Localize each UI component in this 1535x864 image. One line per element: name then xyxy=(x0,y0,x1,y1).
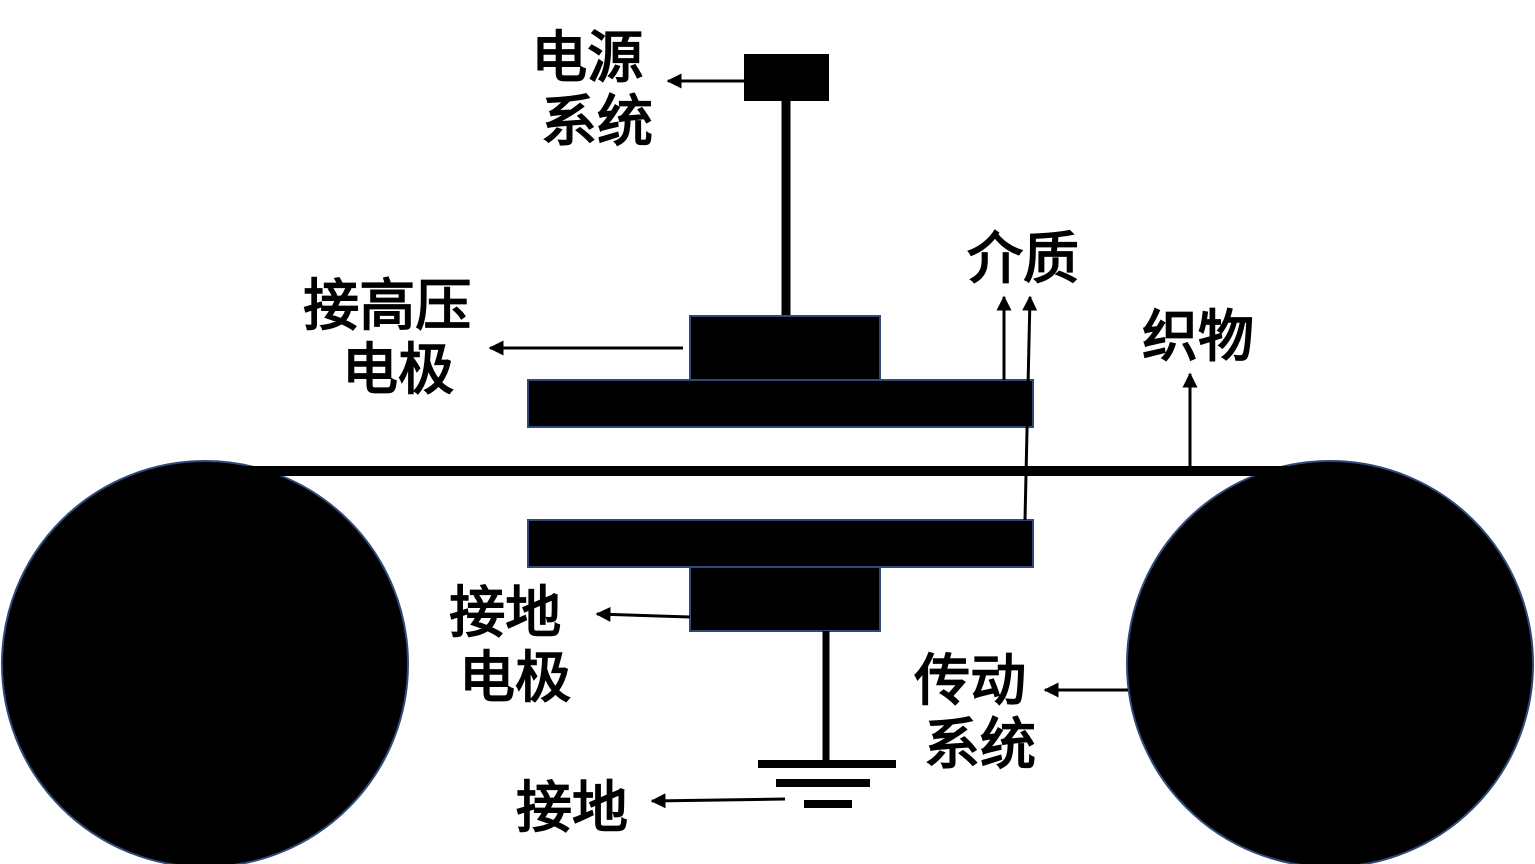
lower-dielectric-plate xyxy=(527,519,1034,568)
ground-arrow xyxy=(650,793,786,809)
ground-electrode xyxy=(689,566,881,632)
ground-label: 接地 xyxy=(516,775,628,841)
drive-system-label: 传动 系统 xyxy=(913,648,1046,778)
ground-symbol-icon xyxy=(758,760,896,808)
power-system-label: 电源 系统 xyxy=(531,25,663,155)
left-roller xyxy=(1,460,409,864)
ground-electrode-label: 接地 电极 xyxy=(449,580,581,711)
dielectric-arrow-lower xyxy=(1022,295,1038,521)
high-voltage-electrode-label: 接高压 电极 xyxy=(303,273,491,403)
upper-dielectric-plate xyxy=(527,379,1034,428)
ground-electrode-arrow xyxy=(595,606,691,622)
high-voltage-electrode xyxy=(689,315,881,381)
fabric-label: 织物 xyxy=(1142,304,1254,370)
right-roller xyxy=(1126,460,1534,864)
power-supply-box xyxy=(744,54,829,101)
dielectric-label: 介质 xyxy=(967,226,1079,292)
